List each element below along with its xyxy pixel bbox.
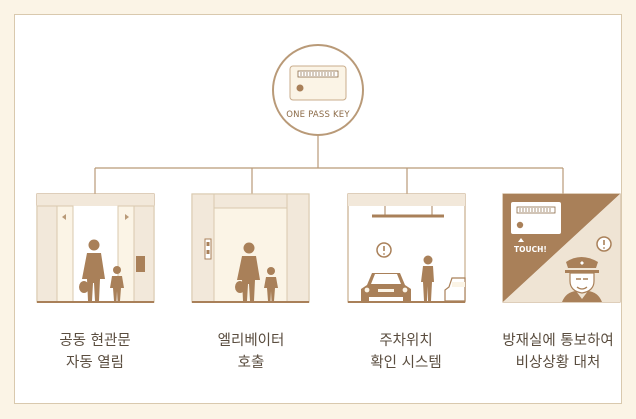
caption-lobby: 공동 현관문 자동 열림 — [20, 330, 170, 374]
caption-lobby-line1: 공동 현관문 — [59, 333, 131, 349]
caption-lobby-line2: 자동 열림 — [66, 355, 124, 371]
lobby-door-illustration — [36, 193, 155, 303]
touch-label: TOUCH! — [514, 245, 547, 254]
caption-elevator-line1: 엘리베이터 — [217, 333, 285, 349]
elevator-illustration — [191, 193, 310, 303]
caption-parking-line1: 주차위치 — [379, 333, 433, 349]
caption-security: 방재실에 통보하여 비상상황 대처 — [483, 330, 633, 374]
caption-parking-line2: 확인 시스템 — [370, 355, 442, 371]
caption-elevator: 엘리베이터 호출 — [176, 330, 326, 374]
connector-lines — [94, 135, 564, 194]
one-pass-key-icon — [272, 44, 364, 136]
parking-illustration — [347, 193, 466, 303]
caption-elevator-line2: 호출 — [237, 355, 265, 371]
caption-security-line1: 방재실에 통보하여 — [502, 333, 614, 349]
security-illustration — [502, 193, 621, 303]
caption-security-line2: 비상상황 대처 — [515, 355, 601, 371]
caption-parking: 주차위치 확인 시스템 — [331, 330, 481, 374]
one-pass-key-label: ONE PASS KEY — [286, 110, 350, 120]
